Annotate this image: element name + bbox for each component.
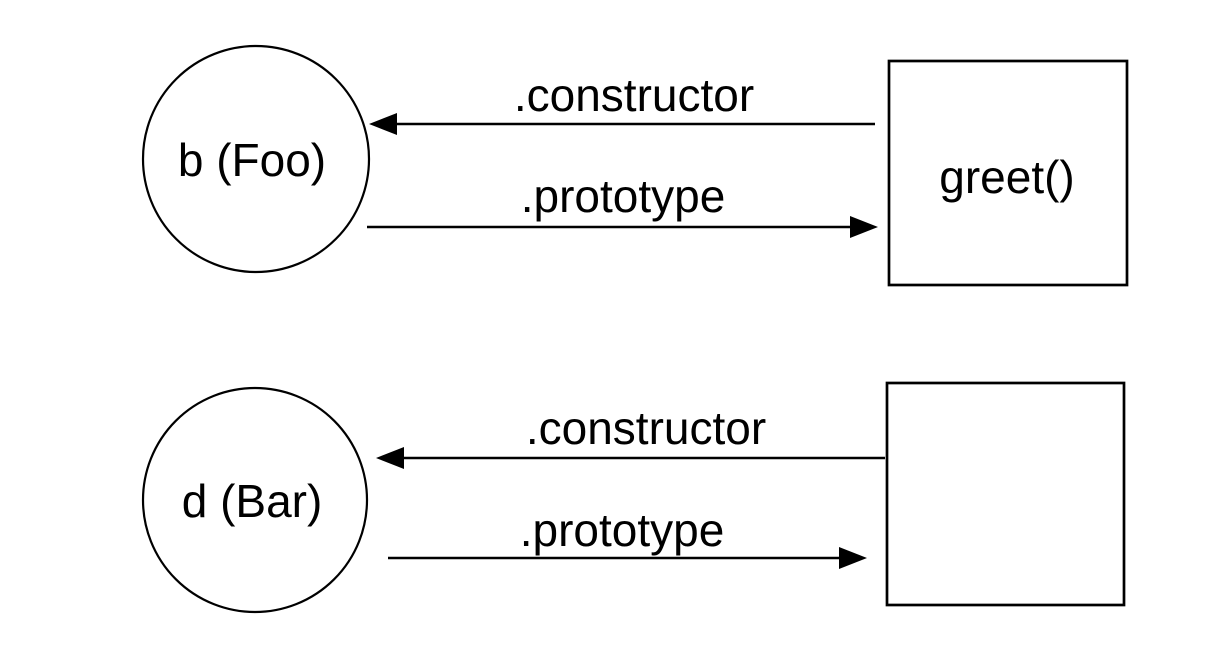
function-box-greet-label: greet() [939, 151, 1074, 203]
prototype-arrow-top-label: .prototype [521, 170, 726, 222]
prototype-arrow-bottom [388, 547, 867, 569]
prototype-arrow-bottom-label: .prototype [520, 504, 725, 556]
prototype-arrow-top [367, 216, 878, 238]
constructor-arrow-bottom [376, 447, 885, 469]
object-circle-d-label: d (Bar) [182, 475, 323, 527]
right-arrowhead-icon [839, 547, 867, 569]
constructor-arrow-top [369, 113, 875, 135]
left-arrowhead-icon [369, 113, 397, 135]
diagram-row-b-foo: b (Foo) greet() .constructor .prototype [141, 44, 1129, 287]
object-circle-b-label: b (Foo) [178, 134, 326, 186]
function-box-empty [885, 381, 1126, 607]
object-circle-b [141, 44, 371, 274]
function-box-greet [887, 59, 1129, 287]
diagram-row-d-bar: d (Bar) .constructor .prototype [141, 381, 1126, 614]
constructor-arrow-top-label: .constructor [514, 69, 754, 121]
object-circle-d [141, 386, 369, 614]
right-arrowhead-icon [850, 216, 878, 238]
left-arrowhead-icon [376, 447, 404, 469]
constructor-arrow-bottom-label: .constructor [526, 402, 766, 454]
